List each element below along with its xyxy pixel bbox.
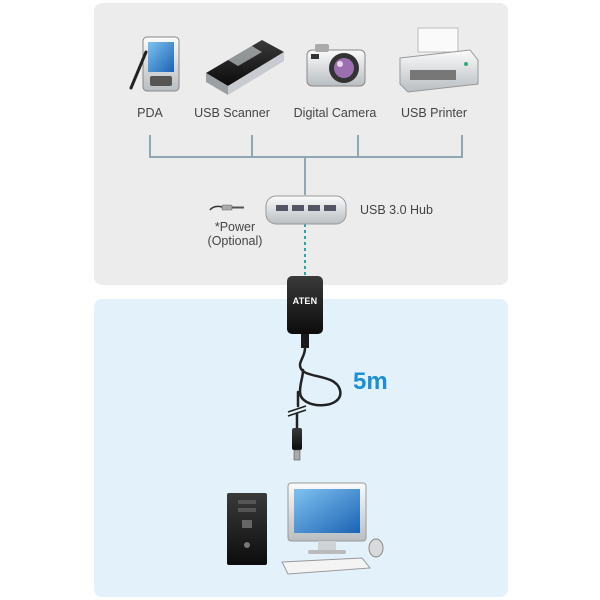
connector-lines [149, 135, 463, 195]
scanner-icon [206, 40, 284, 95]
camera-icon [306, 44, 366, 87]
hub-label: USB 3.0 Hub [360, 203, 433, 217]
device-label-usb-scanner: USB Scanner [194, 106, 270, 120]
cable-length-label: 5m [353, 368, 388, 395]
power-label-line2: (Optional) [207, 234, 263, 248]
aten-brand-label: ATEN [292, 296, 318, 306]
device-label-pda: PDA [137, 106, 163, 120]
power-label-line1: *Power [214, 220, 256, 234]
printer-icon [399, 27, 479, 93]
pda-icon [129, 36, 180, 92]
device-label-usb-printer: USB Printer [401, 106, 467, 120]
desktop-computer-icon [227, 482, 384, 575]
cable-break-mark [287, 409, 307, 417]
cable-break-mark [287, 405, 307, 413]
cable [295, 346, 342, 430]
device-label-digital-camera: Digital Camera [293, 106, 377, 120]
power-label: *Power (Optional) [203, 220, 267, 248]
usb-plug-icon [292, 428, 302, 461]
power-adapter-icon [209, 204, 244, 211]
aten-extender-icon [287, 276, 323, 348]
usb-hub-icon [265, 195, 347, 225]
